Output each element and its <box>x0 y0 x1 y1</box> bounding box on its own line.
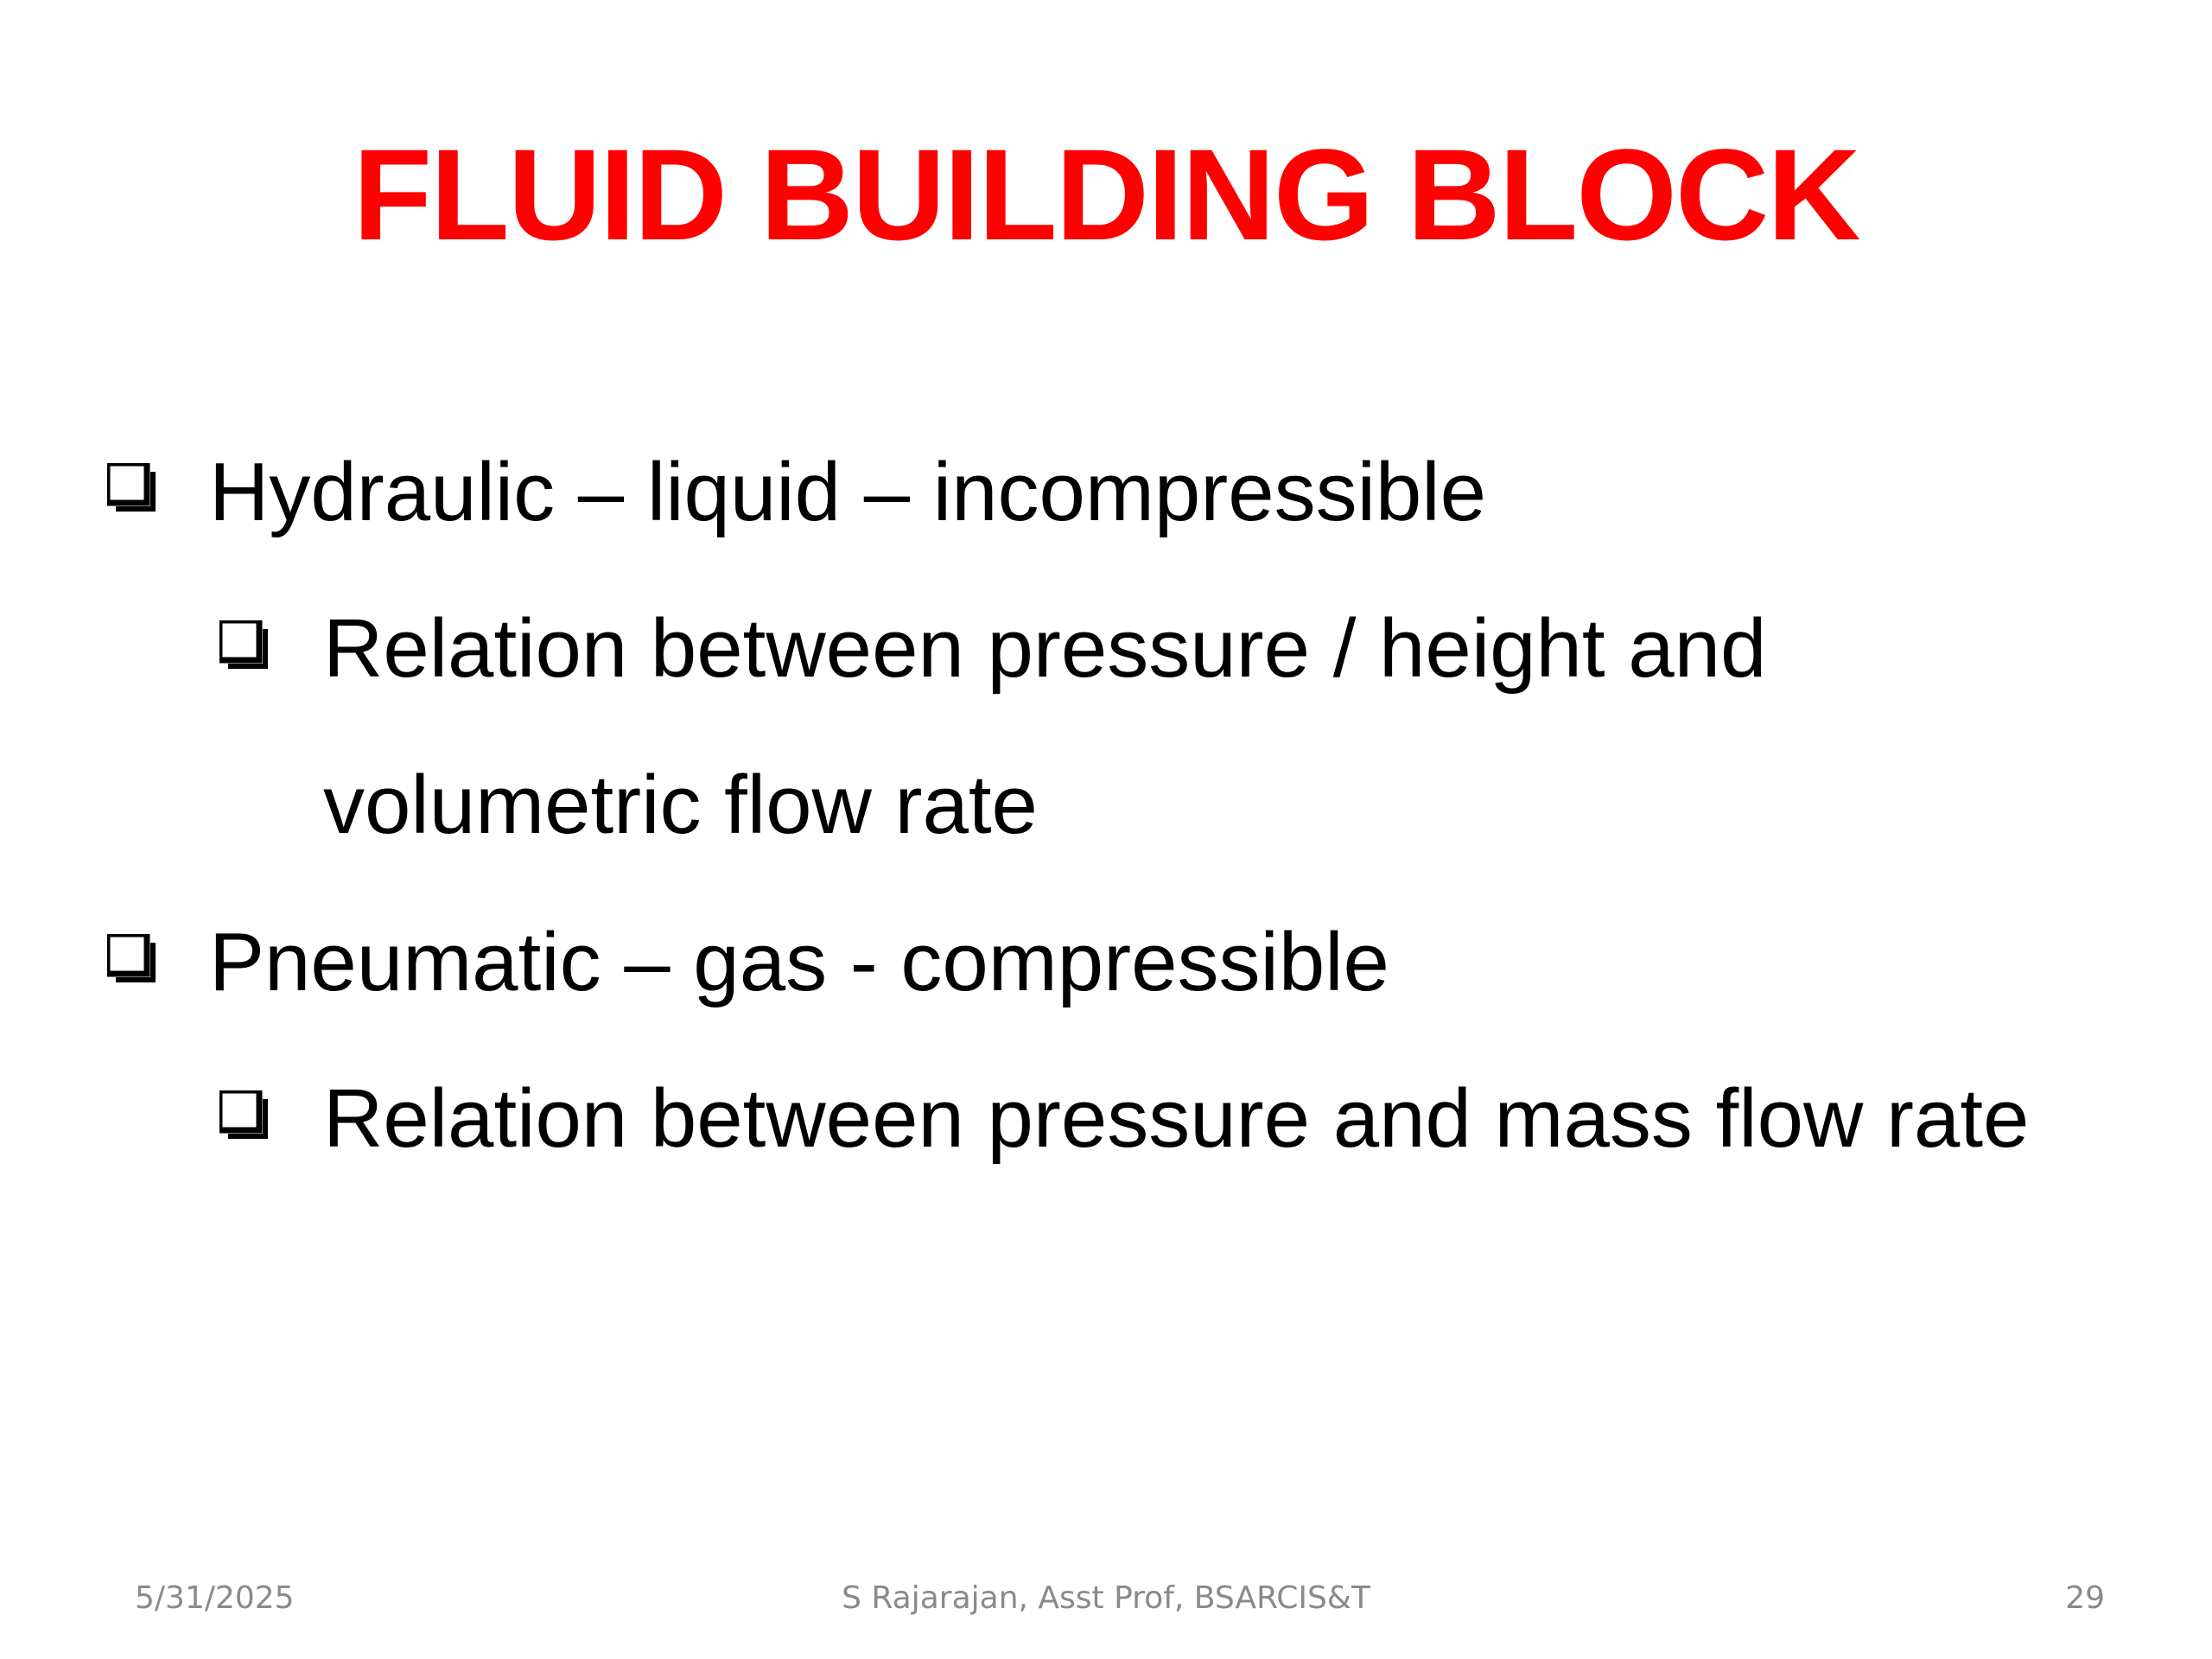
bullet-text-hydraulic-relation-continuation: volumetric flow rate <box>323 759 1038 851</box>
bullet-text-hydraulic-relation: Relation between pressure / height and <box>323 602 1767 695</box>
hollow-square-bullet-icon <box>219 620 268 669</box>
footer-author: S Rajarajan, Asst Prof, BSARCIS&T <box>842 1580 1370 1616</box>
hollow-square-bullet-icon <box>107 463 156 512</box>
footer-page-number: 29 <box>2065 1580 2105 1616</box>
bullet-text-pneumatic: Pneumatic – gas - compressible <box>209 916 1389 1008</box>
hollow-square-bullet-icon <box>107 934 156 982</box>
bullet-text-hydraulic: Hydraulic – liquid – incompressible <box>209 446 1487 538</box>
bullet-text-pneumatic-relation: Relation between pressure and mass flow … <box>323 1072 2030 1165</box>
footer-date: 5/31/2025 <box>135 1580 295 1616</box>
slide-title: FLUID BUILDING BLOCK <box>353 122 1860 267</box>
hollow-square-bullet-icon <box>219 1090 268 1139</box>
